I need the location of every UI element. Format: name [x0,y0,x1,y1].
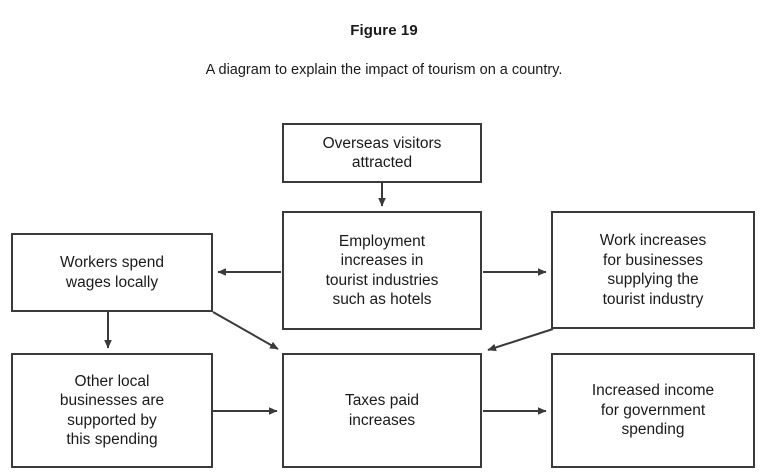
node-employment-increases: Employment increases in tourist industri… [282,211,482,330]
node-other-local-businesses-supported: Other local businesses are supported by … [11,353,213,468]
diagram-connectors [104,183,554,415]
flow-diagram: Overseas visitors attracted Employment i… [0,100,768,476]
node-taxes-paid-increases: Taxes paid increases [282,353,482,468]
edge-work-increases-to-taxes [487,328,554,352]
figure-caption: A diagram to explain the impact of touri… [205,62,563,78]
page-title: Figure 19 [350,22,418,39]
node-workers-spend-wages-locally: Workers spend wages locally [11,233,213,312]
node-increased-income-for-government-spending: Increased income for government spending [551,353,755,468]
edge-workers-to-taxes [212,311,279,350]
node-work-increases-for-businesses: Work increases for businesses supplying … [551,211,755,329]
node-overseas-visitors-attracted: Overseas visitors attracted [282,123,482,183]
